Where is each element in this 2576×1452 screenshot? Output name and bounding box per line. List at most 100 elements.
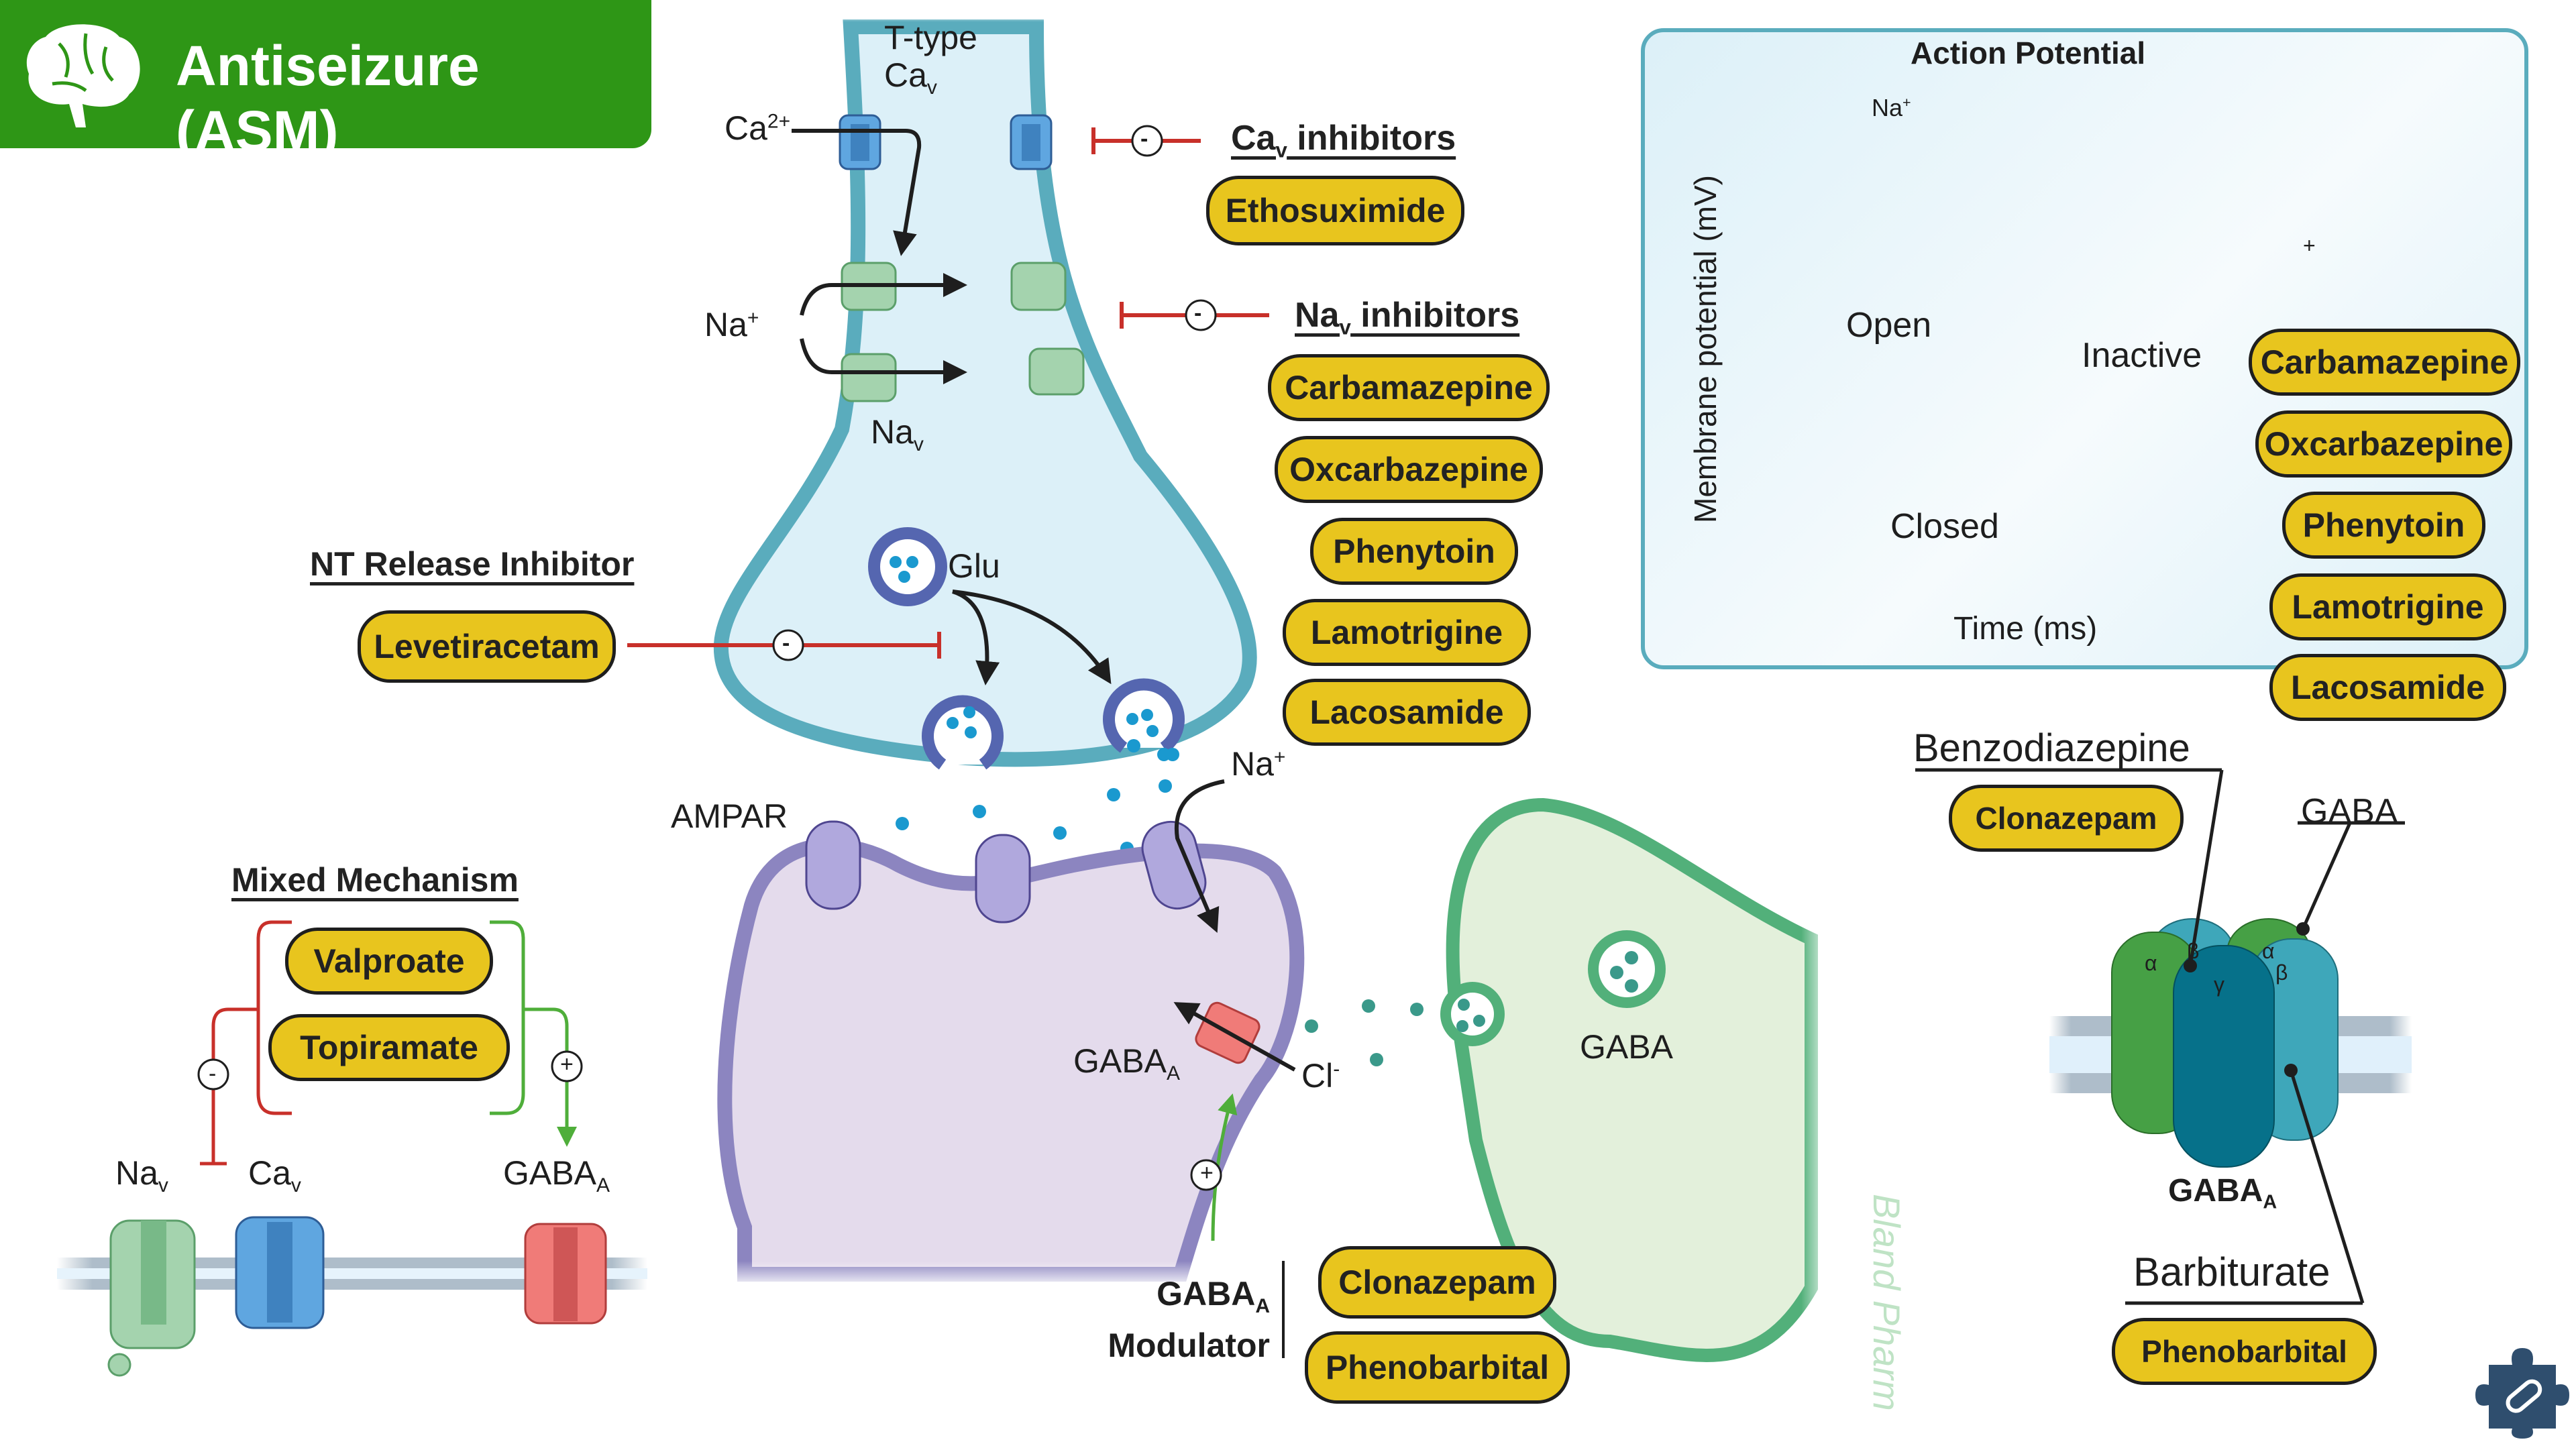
t-type-sub: v xyxy=(926,76,937,99)
ampar-label: AMPAR xyxy=(671,797,788,835)
channel-label-cav: Cav xyxy=(248,1154,301,1197)
channel-label-gabaa: GABAA xyxy=(503,1154,610,1197)
subunit-gamma: γ xyxy=(2214,972,2224,997)
mixed-inhibit-bracket xyxy=(200,920,292,1166)
na-ion-label: Na+ xyxy=(704,305,759,344)
membrane-top xyxy=(57,1258,647,1268)
channel-cav-sub: v xyxy=(290,1174,301,1196)
nav-inhibit-symbol: - xyxy=(1194,300,1202,326)
subunit-alpha-1: α xyxy=(2145,951,2157,975)
gabaa-receptor-label: GABAA xyxy=(2168,1172,2277,1214)
membrane-bottom xyxy=(57,1279,647,1290)
nav-sub: v xyxy=(913,433,924,455)
mixed-enhance-symbol xyxy=(551,1050,583,1082)
na-influx-arrow-2 xyxy=(800,338,967,384)
drug-pill-lacosamide[interactable]: Lacosamide xyxy=(1283,679,1531,746)
ap-drug-pill-lacosamide[interactable]: Lacosamide xyxy=(2269,654,2506,721)
brain-icon xyxy=(26,24,140,127)
vesicle-fusion-arrow-1 xyxy=(952,590,1000,685)
state-open-label: Open xyxy=(1846,306,1932,345)
gaba-binding-label: GABA xyxy=(2301,792,2398,831)
channel-label-nav: Nav xyxy=(115,1154,168,1197)
nav-text: Na xyxy=(871,413,914,451)
vesicle-fusion-arrow-2 xyxy=(952,590,1112,685)
na-post-text: Na xyxy=(1231,745,1274,783)
drug-pill-phenobarbital-modulator[interactable]: Phenobarbital xyxy=(1305,1331,1570,1404)
cav-channel-right xyxy=(1010,114,1053,170)
gabaa-label-postsynaptic: GABAA xyxy=(1073,1042,1180,1085)
fusing-vesicle-2 xyxy=(1103,678,1185,753)
modulator-enhance-symbol: + xyxy=(1200,1160,1214,1186)
cav-heading-text: Ca xyxy=(1231,119,1276,158)
channel-gabaa-text: GABA xyxy=(503,1154,596,1192)
cav-channel-icon xyxy=(235,1216,325,1329)
modulator-line2: Modulator xyxy=(1108,1327,1270,1364)
t-type-label: T-type Cav xyxy=(884,19,977,107)
drug-pill-ethosuximide[interactable]: Ethosuximide xyxy=(1206,176,1464,245)
cav-heading-rest: inhibitors xyxy=(1287,119,1456,158)
drug-pill-lamotrigine[interactable]: Lamotrigine xyxy=(1283,599,1531,666)
channel-gabaa-sub: A xyxy=(596,1174,610,1196)
drug-pill-valproate[interactable]: Valproate xyxy=(285,928,493,995)
mixed-enhance-bracket xyxy=(490,920,577,1147)
ap-drug-pill-phenytoin[interactable]: Phenytoin xyxy=(2282,492,2485,559)
na-influx-arrow-1 xyxy=(800,273,967,316)
subunit-beta-2: β xyxy=(2275,960,2288,985)
ap-na-text: Na xyxy=(1872,94,1903,121)
t-type-line1: T-type xyxy=(884,19,977,56)
ap-drug-pill-carbamazepine[interactable]: Carbamazepine xyxy=(2249,329,2520,396)
ca-ion-text: Ca xyxy=(724,109,767,147)
gabaa-modulator-heading: GABAA Modulator xyxy=(1095,1274,1270,1365)
drug-pill-clonazepam-modulator[interactable]: Clonazepam xyxy=(1318,1246,1556,1319)
ap-enhance-sign: + xyxy=(2303,233,2316,258)
gabaa-channel-icon xyxy=(524,1223,607,1325)
glutamate-vesicle xyxy=(868,527,947,606)
state-closed-label: Closed xyxy=(1890,507,1999,546)
nt-inhibit-symbol: - xyxy=(782,630,790,656)
ap-drug-pill-oxcarbazepine[interactable]: Oxcarbazepine xyxy=(2255,410,2512,478)
gaba-molecules xyxy=(1305,999,1424,1066)
cl-influx-arrow xyxy=(1173,1002,1296,1072)
nav-heading-rest: inhibitors xyxy=(1350,296,1520,335)
puzzle-pill-icon xyxy=(2475,1348,2569,1439)
gaba-label: GABA xyxy=(1580,1028,1673,1066)
cl-ion-label: Cl- xyxy=(1301,1056,1340,1095)
na-influx-ampar-arrow xyxy=(1174,779,1225,934)
gabaa-post-sub: A xyxy=(1166,1062,1180,1084)
cav-channel-left xyxy=(839,114,881,170)
modulator-sub: A xyxy=(1255,1295,1270,1317)
ampar-receptors xyxy=(805,820,1207,924)
drug-pill-phenobarbital-site[interactable]: Phenobarbital xyxy=(2112,1318,2377,1385)
mixed-inhibit-symbol xyxy=(197,1058,229,1091)
nav-heading-text: Na xyxy=(1295,296,1340,335)
ap-xlabel: Time (ms) xyxy=(1953,611,2098,647)
drug-pill-levetiracetam[interactable]: Levetiracetam xyxy=(358,610,616,683)
channel-nav-text: Na xyxy=(115,1154,158,1192)
drug-pill-oxcarbazepine[interactable]: Oxcarbazepine xyxy=(1275,436,1543,503)
page-title: Antiseizure (ASM) xyxy=(176,34,480,162)
ca-ion-label: Ca2+ xyxy=(724,109,790,148)
ap-drug-pill-lamotrigine[interactable]: Lamotrigine xyxy=(2269,573,2506,640)
gaba-neuron xyxy=(1440,771,1831,1375)
drug-pill-phenytoin[interactable]: Phenytoin xyxy=(1310,518,1518,585)
postsynaptic-neuron xyxy=(671,838,1342,1288)
drug-pill-topiramate[interactable]: Topiramate xyxy=(268,1014,510,1081)
nav-channel-icon xyxy=(107,1219,196,1377)
nt-release-inhibit-line xyxy=(627,629,941,661)
glu-label: Glu xyxy=(948,547,1000,585)
presynaptic-neuron xyxy=(713,13,1257,767)
ap-na-charge: + xyxy=(1902,94,1911,111)
t-type-line2: Ca xyxy=(884,56,927,94)
nav-heading-sub: v xyxy=(1339,315,1351,339)
ca-ion-charge: 2+ xyxy=(767,110,791,133)
ap-na-ion: Na+ xyxy=(1872,94,1911,122)
subunit-alpha-2: α xyxy=(2262,939,2275,963)
cav-inhibitors-heading: Cav inhibitors xyxy=(1231,118,1456,162)
nav-label: Nav xyxy=(871,412,924,456)
gabaa-receptor-sub: A xyxy=(2263,1191,2277,1213)
cl-ion-charge: - xyxy=(1333,1058,1340,1080)
drug-pill-carbamazepine[interactable]: Carbamazepine xyxy=(1268,354,1550,421)
membrane-core xyxy=(57,1268,647,1279)
nav-inhibit-line xyxy=(1120,299,1269,331)
drug-pill-clonazepam-site[interactable]: Clonazepam xyxy=(1949,785,2184,852)
